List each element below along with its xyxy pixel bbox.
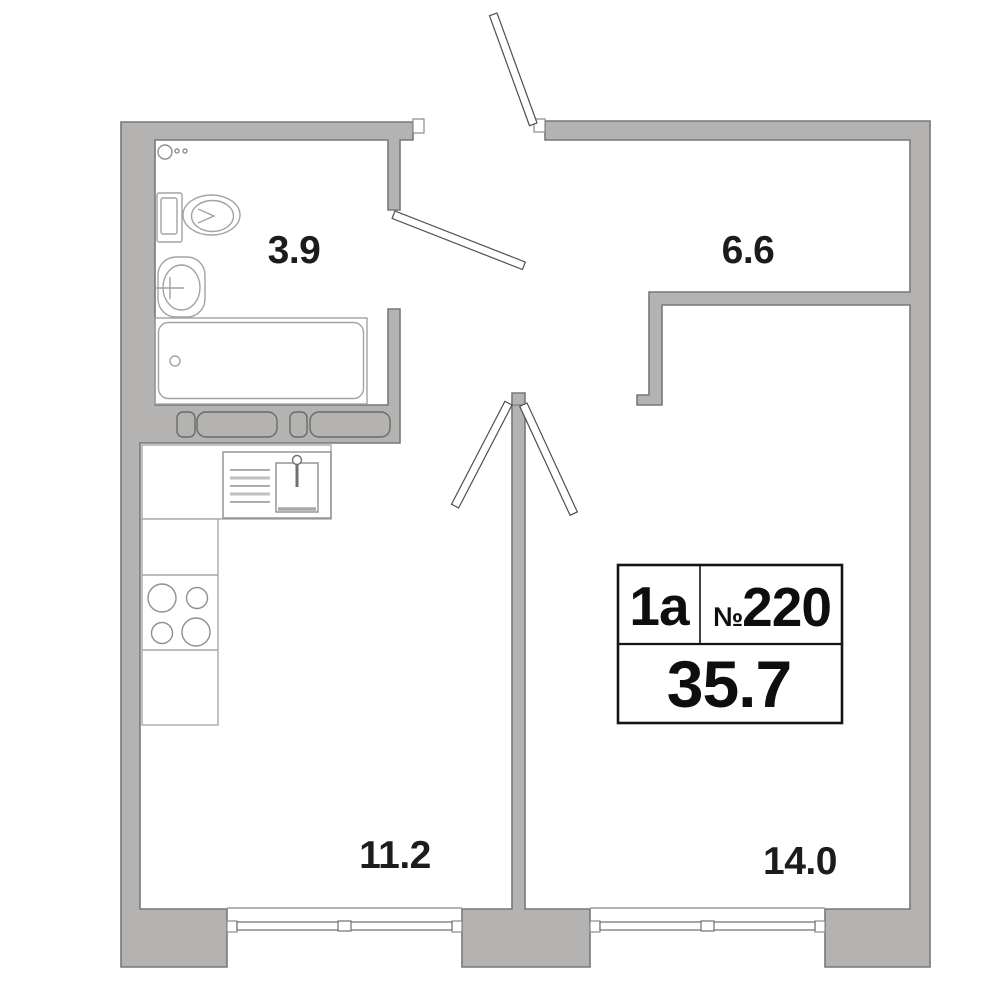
towel-hooks-icon: [157, 144, 188, 160]
kitchen-area-label: 11.2: [359, 834, 431, 877]
wall-left-complex: [120, 121, 414, 968]
bathroom-area-label: 3.9: [268, 229, 321, 272]
washbasin-icon: [156, 256, 206, 318]
living-room-area-label: 14.0: [763, 840, 837, 883]
bathtub-icon: [154, 317, 368, 405]
window-jamb: [589, 920, 601, 933]
toilet-icon: [156, 192, 241, 243]
door-leaf-icon: [518, 402, 579, 517]
vent-shaft-icon: [196, 411, 278, 438]
walls: [120, 120, 931, 968]
door-leaf-icon: [488, 12, 538, 127]
doors: [391, 12, 579, 517]
window-jamb: [814, 920, 826, 933]
kitchen-counter: [141, 444, 332, 726]
window-jamb: [451, 920, 463, 933]
vent-shaft-icon: [289, 411, 308, 438]
window-icon: [589, 907, 826, 933]
unit-number: 220: [742, 576, 831, 638]
room-labels: 3.9 6.6 11.2 14.0: [268, 229, 838, 883]
kitchen-fixtures: [141, 444, 332, 726]
hallway-area-label: 6.6: [722, 229, 775, 272]
stove-icon: [147, 583, 211, 647]
window-icon: [226, 907, 463, 933]
door-leaf-icon: [450, 400, 513, 509]
wall-right-complex: [544, 120, 931, 968]
window-mullion: [337, 920, 352, 932]
entrance-jamb: [412, 118, 425, 134]
window-mullion: [700, 920, 715, 932]
vent-shaft-icon: [309, 411, 391, 438]
unit-number-label: №220: [713, 576, 831, 638]
faucet-icon: [291, 454, 303, 466]
vent-shafts: [176, 411, 391, 438]
windows: [226, 907, 826, 933]
numero-sign: №: [713, 602, 742, 632]
unit-type-label: 1a: [629, 575, 690, 637]
vent-shaft-icon: [176, 411, 196, 438]
total-area-label: 35.7: [667, 647, 791, 721]
window-jamb: [226, 920, 238, 933]
wall-partition-kitchen-living: [461, 392, 591, 968]
door-leaf-icon: [391, 210, 527, 271]
kitchen-sink-icon: [222, 451, 332, 519]
bathroom-fixtures: [154, 144, 368, 405]
apartment-info-box: 1a №220 35.7: [616, 563, 844, 725]
entrance-jamb: [533, 118, 546, 133]
